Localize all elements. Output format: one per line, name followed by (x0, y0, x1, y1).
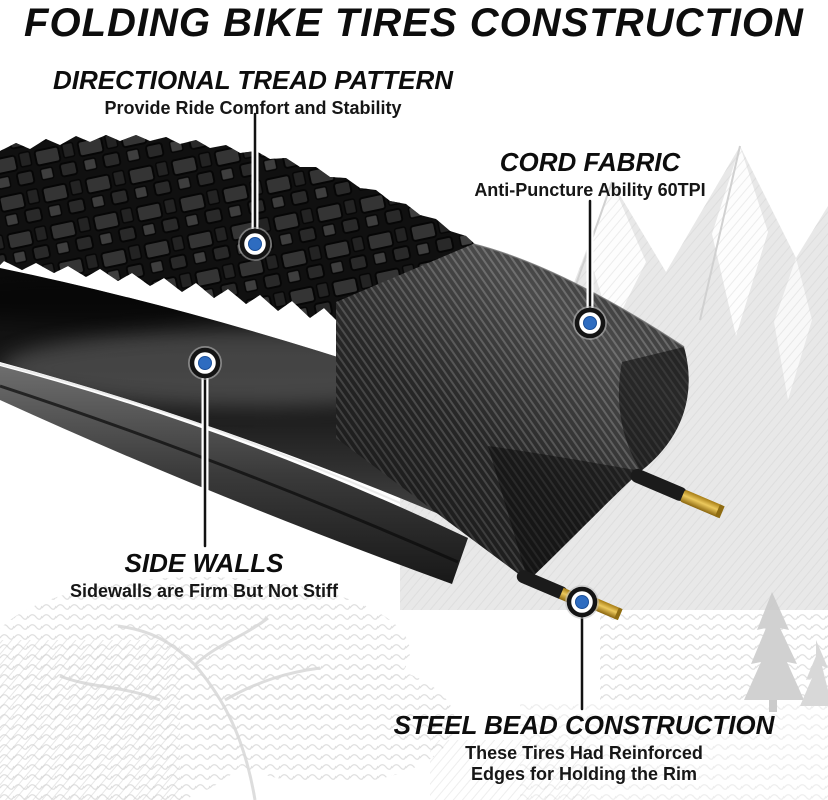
callout-side-walls: SIDE WALLS Sidewalls are Firm But Not St… (0, 549, 414, 601)
trees-watermark-left (0, 577, 455, 800)
cord-subtitle: Anti-Puncture Ability 60TPI (474, 179, 706, 200)
page-title: FOLDING BIKE TIRES CONSTRUCTION (24, 1, 804, 45)
bead-subtitle-line2: Edges for Holding the Rim (470, 764, 697, 785)
bead-subtitle-line1: These Tires Had Reinforced (465, 742, 703, 763)
bead-heading: STEEL BEAD CONSTRUCTION (393, 710, 775, 740)
tire-inner-liner (0, 366, 468, 584)
callout-steel-bead: STEEL BEAD CONSTRUCTION These Tires Had … (374, 711, 794, 785)
sidewall-subtitle: Sidewalls are Firm But Not Stiff (69, 580, 339, 601)
callout-lines (201, 110, 594, 713)
liner-groove-line (0, 384, 459, 564)
bead-seat-highlight (0, 363, 469, 535)
roll-under-wedge (488, 446, 641, 581)
bead-wire-upper (630, 468, 725, 519)
callout-tread: DIRECTIONAL TREAD PATTERN Provide Ride C… (43, 66, 463, 118)
tread-marker-icon (238, 227, 272, 261)
callout-markers (188, 227, 607, 619)
tread-heading: DIRECTIONAL TREAD PATTERN (52, 65, 454, 95)
roll-curl-shadow (618, 347, 689, 471)
pine-tree-icon (800, 640, 828, 706)
cord-heading: CORD FABRIC (499, 147, 681, 177)
callout-cord-fabric: CORD FABRIC Anti-Puncture Ability 60TPI (380, 148, 800, 200)
tread-subtitle: Provide Ride Comfort and Stability (104, 97, 402, 118)
bead-marker-icon (565, 585, 599, 619)
cord-marker-icon (573, 306, 607, 340)
pine-tree-icon (744, 592, 804, 700)
trees-watermark-right (430, 592, 828, 800)
sidewall-marker-icon (188, 346, 222, 380)
sidewall-heading: SIDE WALLS (124, 548, 284, 578)
